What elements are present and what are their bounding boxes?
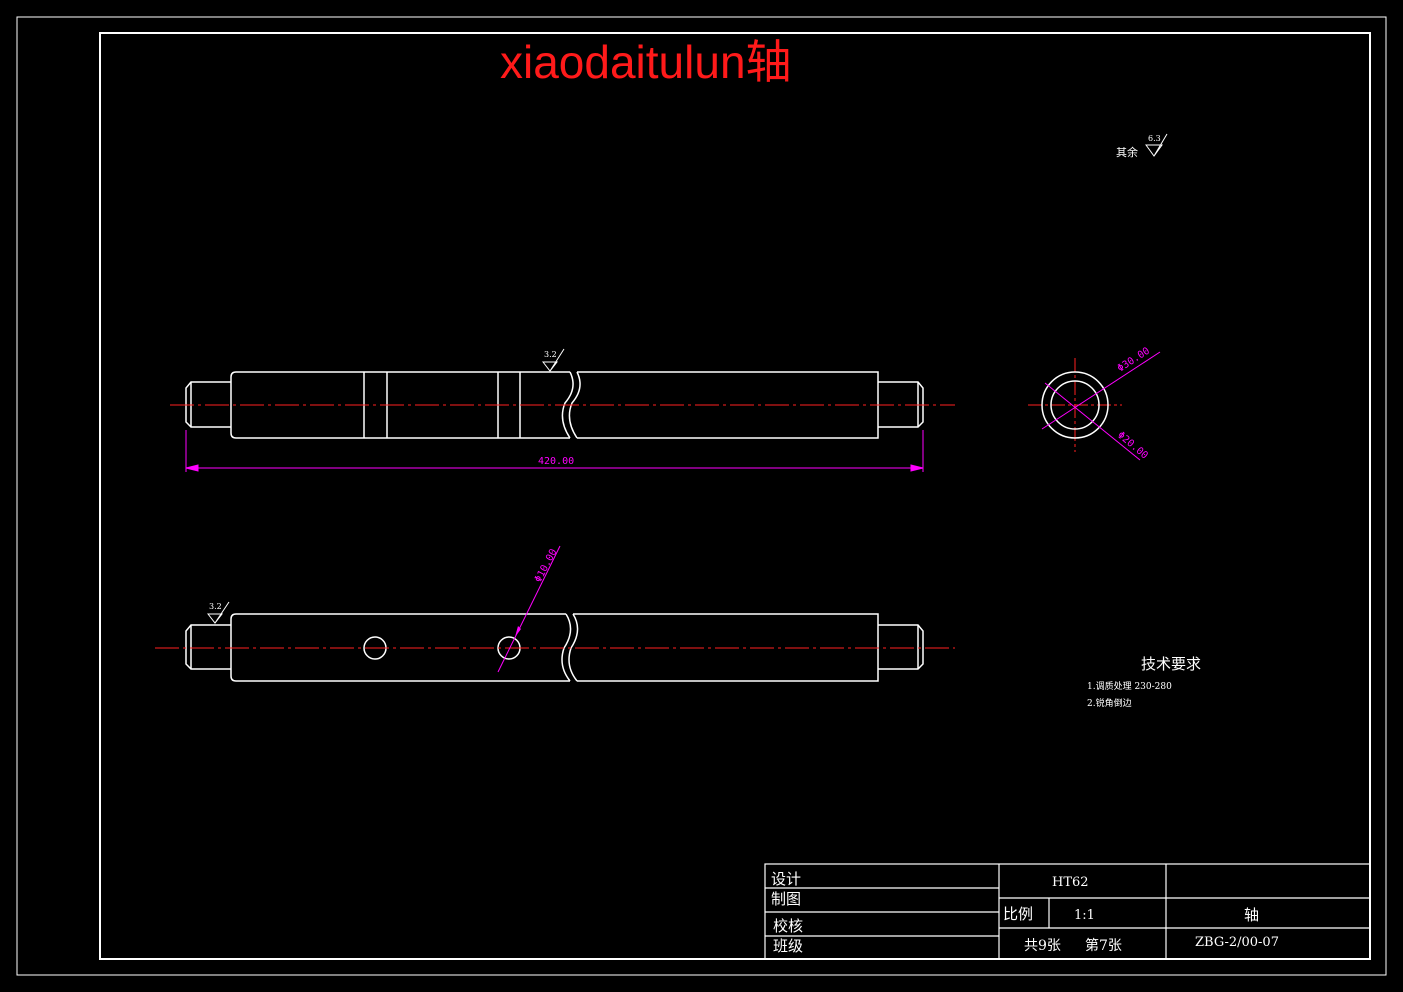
arrow-left-icon: [185, 464, 199, 472]
tb-sheet-current: 第7张: [1085, 937, 1122, 954]
outer-diameter-value: Φ30.00: [1116, 346, 1152, 375]
arrow-right-icon: [910, 464, 924, 472]
tb-class-label: 班级: [773, 937, 803, 955]
inner-diameter-value: Φ20.00: [1115, 430, 1150, 462]
bottom-roughness-value: 3.2: [209, 602, 222, 611]
inner-frame: [99, 32, 1371, 960]
tb-part-name: 轴: [1244, 906, 1259, 924]
title-block: [764, 863, 1371, 960]
main-body-left: [230, 371, 570, 439]
outer-circle: [1041, 371, 1109, 439]
tech-req-item: 2.锐角倒边: [1087, 697, 1132, 709]
title-block-text: 设计 制图 校核 班级 HT62 比例 1:1 共9张 第7张 轴 ZBG-2/…: [771, 870, 1279, 955]
bottom-view-roughness: 3.2: [206, 601, 230, 624]
outer-diameter-leader: [1041, 351, 1161, 430]
hole-diameter-leader: [497, 545, 561, 673]
tb-check-label: 校核: [773, 917, 803, 935]
roughness-symbol-icon: [1145, 133, 1168, 157]
tb-drawing-number: ZBG-2/00-07: [1195, 935, 1279, 950]
tb-design-label: 设计: [771, 870, 801, 888]
inner-diameter-leader: [1044, 382, 1141, 461]
hole-diameter-value: Φ10.00: [533, 547, 560, 584]
tb-material: HT62: [1052, 875, 1089, 890]
roughness-symbol-icon: [206, 601, 230, 624]
tech-req-item: 1.调质处理 230-280: [1087, 680, 1172, 692]
tb-scale-label: 比例: [1003, 905, 1033, 923]
length-dimension-value: 420.00: [538, 456, 574, 467]
main-body-right: [577, 371, 879, 439]
tech-req-heading: 技术要求: [1141, 655, 1201, 673]
inner-circle: [1050, 380, 1100, 430]
break-line-left: [561, 371, 574, 439]
section-view: [1028, 351, 1161, 461]
top-roughness-value: 3.2: [544, 350, 557, 359]
drawing-title: xiaodaitulun轴: [500, 36, 792, 88]
general-roughness-value: 6.3: [1148, 134, 1161, 143]
top-view-roughness: 3.2: [541, 348, 565, 372]
roughness-symbol-icon: [541, 348, 565, 372]
tb-drafting-label: 制图: [771, 890, 801, 908]
left-stub: [185, 624, 231, 670]
hole-arrow-icon: [515, 626, 521, 637]
outer-frame: [16, 16, 1387, 976]
tb-sheet-total: 共9张: [1024, 938, 1061, 954]
length-dimension: [185, 430, 924, 472]
general-roughness-label: 其余: [1116, 145, 1138, 159]
break-line-right: [568, 371, 581, 439]
technical-requirements: 技术要求 1.调质处理 230-280 2.锐角倒边: [1087, 655, 1201, 709]
tb-scale-value: 1:1: [1074, 908, 1095, 923]
general-roughness-note: 其余 6.3: [1116, 133, 1168, 159]
right-stub: [878, 624, 924, 670]
